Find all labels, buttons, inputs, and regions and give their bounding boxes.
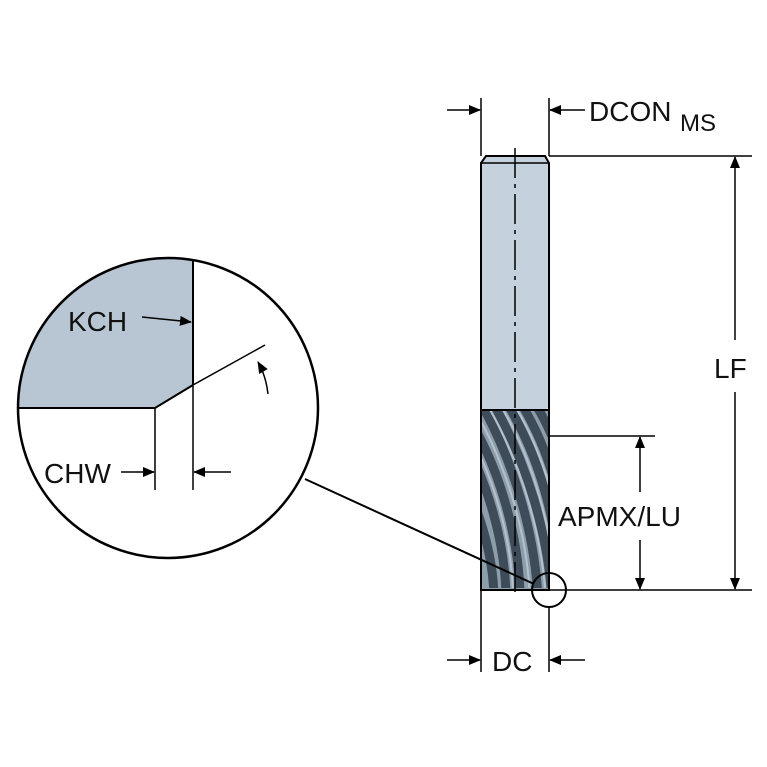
- dc-dimension: DC: [447, 590, 585, 677]
- corner-callout: [304, 478, 567, 608]
- chamfer-angle-arc: [257, 361, 269, 395]
- lf-label: LF: [714, 353, 747, 384]
- chw-label: CHW: [44, 458, 111, 489]
- apmx-lu-dimension: APMX/LU: [549, 435, 681, 590]
- corner-callout-circle: [531, 572, 567, 608]
- apmx-lu-label: APMX/LU: [558, 501, 681, 532]
- callout-leader: [304, 478, 535, 585]
- detail-view: KCH CHW: [16, 256, 320, 560]
- dc-label: DC: [492, 646, 532, 677]
- lf-dimension: LF: [549, 155, 752, 591]
- dcon-label: DCON: [589, 96, 671, 127]
- dcon-dimension: DCON MS: [447, 96, 716, 156]
- detail-circle-outline: [16, 256, 320, 560]
- dcon-subscript: MS: [680, 110, 716, 137]
- kch-label: KCH: [68, 306, 127, 337]
